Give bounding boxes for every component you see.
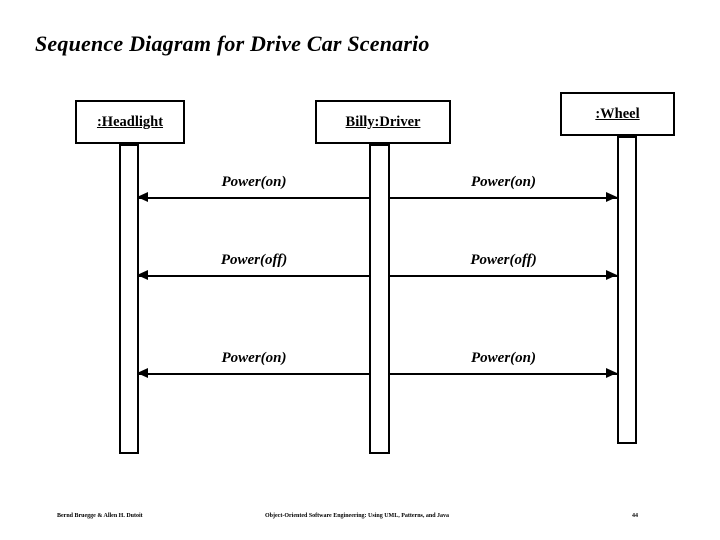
message-label-6: Power(on) xyxy=(471,350,536,366)
footer-book-title: Object-Oriented Software Engineering: Us… xyxy=(265,513,450,519)
message-label-1: Power(on) xyxy=(221,174,287,190)
object-box-wheel[interactable]: :Wheel xyxy=(560,92,675,136)
message-label-3: Power(off) xyxy=(220,252,288,268)
message-line-6 xyxy=(390,373,617,375)
arrow-head-right-icon-2 xyxy=(606,192,617,202)
message-line-3 xyxy=(139,275,369,277)
arrow-head-left-icon-5 xyxy=(137,368,148,378)
message-label-4: Power(off) xyxy=(470,252,537,268)
object-label-wheel: :Wheel xyxy=(595,105,640,122)
object-label-headlight: :Headlight xyxy=(96,113,164,130)
arrow-head-left-icon-1 xyxy=(137,192,148,202)
message-label-2: Power(on) xyxy=(471,174,536,190)
lifeline-activation-wheel xyxy=(617,136,637,444)
footer-page-number: 44 xyxy=(632,513,638,519)
arrow-head-left-icon-3 xyxy=(137,270,148,280)
message-line-1 xyxy=(139,197,369,199)
lifeline-activation-headlight xyxy=(119,144,139,454)
arrow-head-right-icon-4 xyxy=(606,270,617,280)
message-line-5 xyxy=(139,373,369,375)
lifeline-activation-driver xyxy=(369,144,390,454)
footer-authors: Bernd Bruegge & Allen H. Dutoit xyxy=(57,513,143,519)
message-line-4 xyxy=(390,275,617,277)
object-box-driver[interactable]: Billy:Driver xyxy=(315,100,451,144)
message-label-5: Power(on) xyxy=(221,350,287,366)
object-box-headlight[interactable]: :Headlight xyxy=(75,100,185,144)
page-title: Sequence Diagram for Drive Car Scenario xyxy=(35,31,430,56)
message-line-2 xyxy=(390,197,617,199)
arrow-head-right-icon-6 xyxy=(606,368,617,378)
object-label-driver: Billy:Driver xyxy=(345,113,421,130)
